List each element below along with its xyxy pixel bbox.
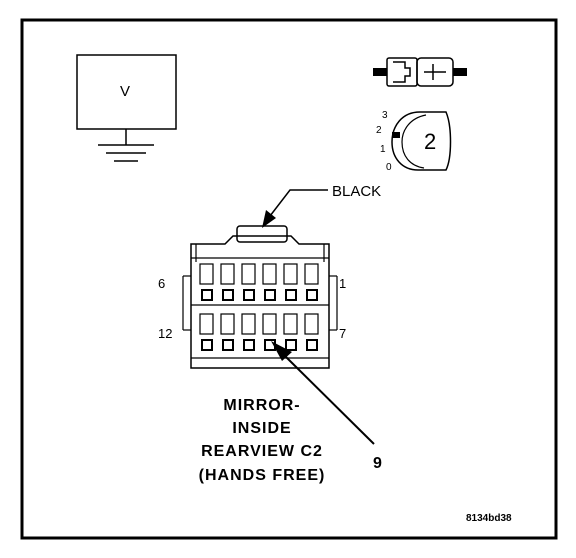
connector-title: MIRROR- INSIDE REARVIEW C2 (HANDS FREE) [199, 397, 326, 484]
cavity [283, 313, 298, 351]
pin-label-1: 1 [339, 276, 346, 291]
pin-label-7: 7 [339, 326, 346, 341]
cavity [199, 313, 214, 351]
cavity [241, 263, 256, 301]
pin-label-6: 6 [158, 276, 165, 291]
view-number-label: 2 [424, 129, 436, 154]
view-number-1: 1 [380, 144, 386, 155]
callout-pin-label: 9 [373, 455, 383, 472]
probe-icon [373, 57, 467, 87]
pin-label-12: 12 [158, 326, 172, 341]
figure-code: 8134bd38 [466, 513, 512, 524]
cavity [220, 313, 235, 351]
voltmeter-label: V [120, 83, 130, 100]
cavity [199, 263, 214, 301]
cavity [304, 313, 319, 351]
view-icon: 3 2 1 0 2 [376, 110, 452, 173]
cavity-row-bottom [199, 313, 319, 351]
connector-body [182, 225, 338, 369]
cavity [241, 313, 256, 351]
cavity [283, 263, 298, 301]
cavity-row-top [199, 263, 319, 301]
title-line-3: REARVIEW C2 [201, 443, 323, 460]
view-number-0: 0 [386, 162, 392, 173]
cavity [304, 263, 319, 301]
diagram-frame [20, 18, 558, 540]
voltmeter-symbol: V [76, 54, 177, 162]
title-line-2: INSIDE [232, 420, 291, 437]
title-line-1: MIRROR- [223, 397, 300, 414]
cavity [220, 263, 235, 301]
cavity [262, 263, 277, 301]
view-number-3: 3 [382, 110, 388, 121]
connector-color-label: BLACK [332, 183, 381, 200]
title-line-4: (HANDS FREE) [199, 467, 326, 484]
view-number-2: 2 [376, 125, 382, 136]
